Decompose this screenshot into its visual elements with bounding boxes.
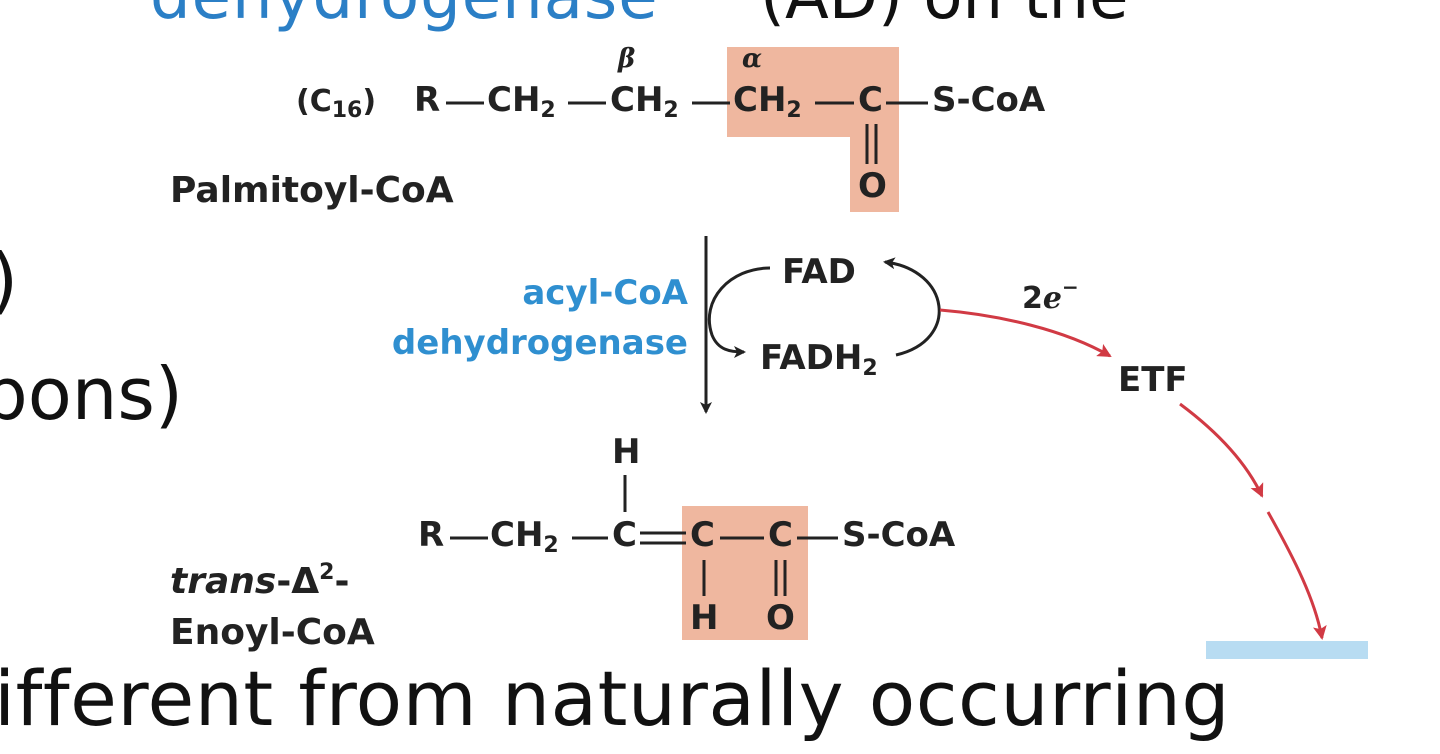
background-heading-fragment-dark: (AD) on the (760, 0, 1128, 34)
palmitoyl-ch2-beta: CH2 (610, 80, 679, 123)
enoyl-carbonyl-carbon: C (768, 515, 793, 555)
palmitoyl-carbonyl-oxygen: O (858, 166, 887, 206)
fad-label: FAD (782, 252, 856, 292)
beta-carbon-label: β (618, 44, 636, 74)
enoyl-scoa: S-CoA (842, 515, 956, 555)
palmitoyl-highlight-top (727, 47, 899, 137)
enoyl-ch2: CH2 (490, 515, 559, 558)
fadh2-to-fad-arrow (883, 257, 941, 357)
chain-length-label: (C16) (296, 84, 377, 123)
enoyl-bonds (450, 475, 838, 596)
fad-to-fadh2-arrow (707, 266, 771, 358)
etf-label: ETF (1118, 360, 1188, 400)
palmitoyl-coa-name: Palmitoyl-CoA (170, 170, 454, 211)
enoyl-coa-name-line2: Enoyl-CoA (170, 612, 375, 653)
fadh2-label: FADH2 (760, 338, 878, 381)
enoyl-coa-name-line1: trans-Δ2- (170, 560, 350, 602)
background-bottom-line: ifferent from naturally occurring (0, 654, 1231, 743)
enoyl-alpha-hydrogen: H (690, 598, 719, 638)
palmitoyl-ch2: CH2 (487, 80, 556, 123)
etf-out-arrow (1179, 402, 1264, 498)
enoyl-r-group: R (418, 515, 445, 555)
alpha-carbon-label: α (742, 44, 763, 74)
palmitoyl-r-group: R (414, 80, 441, 120)
palmitoyl-scoa: S-CoA (932, 80, 1046, 120)
enoyl-carbonyl-oxygen: O (766, 598, 795, 638)
enoyl-beta-carbon: C (612, 515, 637, 555)
background-heading-fragment: dehydrogenase (150, 0, 659, 34)
electron-to-etf-arrow (939, 308, 1112, 358)
enoyl-alpha-carbon: C (690, 515, 715, 555)
electron-label: 2e− (1022, 275, 1079, 316)
palmitoyl-ch2-alpha: CH2 (733, 80, 802, 123)
etf-down-arrow (1266, 511, 1327, 640)
enzyme-name: acyl-CoA dehydrogenase (391, 273, 688, 363)
palmitoyl-bonds (446, 101, 928, 164)
enoyl-beta-hydrogen: H (612, 432, 641, 472)
background-bons-fragment: bons) (0, 352, 183, 436)
background-paren-fragment: ) (0, 238, 18, 322)
palmitoyl-carbonyl-carbon: C (858, 80, 883, 120)
electron-acceptor-bar (1206, 641, 1368, 659)
